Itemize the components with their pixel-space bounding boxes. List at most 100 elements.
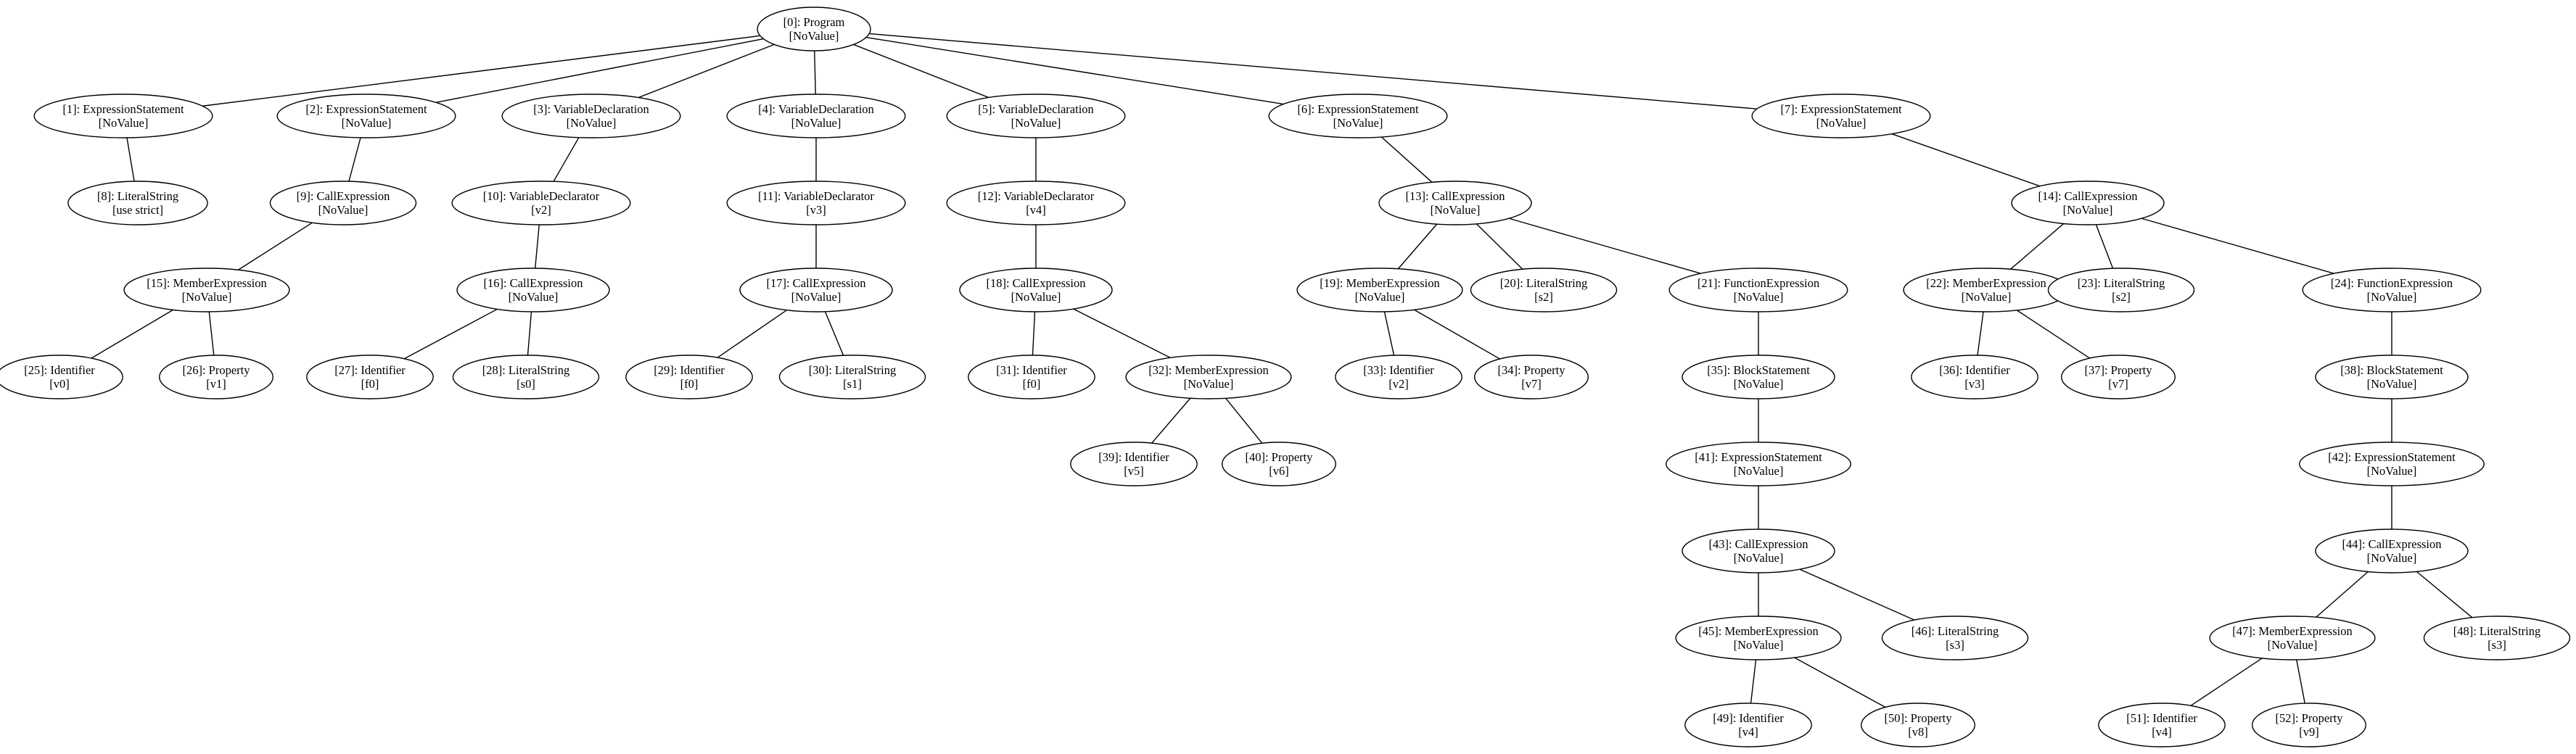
node-ellipse — [625, 355, 753, 399]
node-ellipse — [2047, 268, 2195, 312]
edge-19-33 — [1383, 311, 1395, 356]
node-value: [s1] — [843, 377, 862, 391]
node-14-call-expression: [14]: CallExpression[NoValue] — [2011, 181, 2165, 225]
edge-47-51 — [2190, 658, 2263, 706]
node-title: [16]: CallExpression — [483, 276, 583, 290]
node-title: [15]: MemberExpression — [147, 276, 266, 290]
edge-13-21 — [1508, 218, 1701, 274]
node-ellipse — [2315, 355, 2469, 399]
node-43-call-expression: [43]: CallExpression[NoValue] — [1682, 529, 1835, 573]
node-ellipse — [959, 268, 1113, 312]
node-51-identifier: [51]: Identifier[v4] — [2098, 703, 2226, 747]
node-28-literal-string: [28]: LiteralString[s0] — [452, 355, 600, 399]
node-value: [NoValue] — [1011, 116, 1061, 130]
node-41-expression-statement: [41]: ExpressionStatement[NoValue] — [1666, 442, 1851, 486]
node-title: [13]: CallExpression — [1405, 189, 1505, 203]
node-31-identifier: [31]: Identifier[f0] — [968, 355, 1095, 399]
edge-3-10 — [553, 137, 580, 182]
node-42-expression-statement: [42]: ExpressionStatement[NoValue] — [2299, 442, 2485, 486]
node-title: [18]: CallExpression — [986, 276, 1085, 290]
edge-16-27 — [403, 308, 498, 360]
node-ellipse — [739, 268, 893, 312]
node-0-program: [0]: Program[NoValue] — [757, 7, 871, 51]
node-title: [28]: LiteralString — [482, 363, 570, 377]
node-title: [8]: LiteralString — [97, 189, 178, 203]
node-title: [23]: LiteralString — [2078, 276, 2165, 290]
edge-6-13 — [1380, 136, 1433, 183]
node-title: [51]: Identifier — [2126, 711, 2197, 725]
node-30-literal-string: [30]: LiteralString[s1] — [778, 355, 926, 399]
node-value: [f0] — [361, 377, 379, 391]
node-4-variable-declaration: [4]: VariableDeclaration[NoValue] — [726, 94, 906, 138]
node-ellipse — [1668, 268, 1848, 312]
edge-7-14 — [1891, 133, 2041, 187]
node-title: [35]: BlockStatement — [1707, 363, 1810, 377]
node-title: [36]: Identifier — [1939, 363, 2010, 377]
node-ellipse — [1268, 94, 1448, 138]
node-value: [NoValue] — [1816, 116, 1867, 130]
node-title: [21]: FunctionExpression — [1698, 276, 1819, 290]
node-49-identifier: [49]: Identifier[v4] — [1684, 703, 1812, 747]
node-50-property: [50]: Property[v8] — [1860, 703, 1975, 747]
node-34-property: [34]: Property[v7] — [1473, 355, 1589, 399]
node-ellipse — [306, 355, 434, 399]
node-value: [NoValue] — [2367, 551, 2417, 565]
node-value: [NoValue] — [567, 116, 617, 130]
node-46-literal-string: [46]: LiteralString[s3] — [1881, 616, 2029, 660]
nodes-layer: [0]: Program[NoValue][1]: ExpressionStat… — [0, 7, 2571, 747]
node-ellipse — [1675, 616, 1842, 660]
node-title: [32]: MemberExpression — [1148, 363, 1268, 377]
node-17-call-expression: [17]: CallExpression[NoValue] — [739, 268, 893, 312]
node-32-member-expression: [32]: MemberExpression[NoValue] — [1125, 355, 1292, 399]
node-40-property: [40]: Property[v6] — [1221, 442, 1336, 486]
node-title: [2]: ExpressionStatement — [305, 102, 427, 116]
node-8-literal-string: [8]: LiteralString[use strict] — [67, 181, 208, 225]
edge-22-36 — [1977, 311, 1984, 356]
node-value: [NoValue] — [1734, 377, 1784, 391]
node-ellipse — [1221, 442, 1336, 486]
node-ellipse — [2315, 529, 2469, 573]
node-39-identifier: [39]: Identifier[v5] — [1070, 442, 1198, 486]
edge-0-4 — [814, 50, 816, 95]
edge-0-3 — [638, 44, 775, 99]
edge-22-37 — [2016, 310, 2091, 359]
node-title: [34]: Property — [1497, 363, 1565, 377]
node-value: [v4] — [1026, 203, 1046, 217]
node-ellipse — [2302, 268, 2482, 312]
node-value: [v4] — [1738, 725, 1758, 739]
node-ellipse — [123, 268, 290, 312]
node-ellipse — [1751, 94, 1931, 138]
node-title: [6]: ExpressionStatement — [1297, 102, 1419, 116]
node-23-literal-string: [23]: LiteralString[s2] — [2047, 268, 2195, 312]
edge-19-34 — [1414, 309, 1500, 360]
node-title: [42]: ExpressionStatement — [2328, 450, 2456, 464]
node-title: [47]: MemberExpression — [2232, 624, 2352, 638]
node-value: [v3] — [806, 203, 826, 217]
node-27-identifier: [27]: Identifier[f0] — [306, 355, 434, 399]
edge-44-48 — [2416, 571, 2473, 618]
node-value: [NoValue] — [2063, 203, 2113, 217]
node-value: [s0] — [517, 377, 535, 391]
node-20-literal-string: [20]: LiteralString[s2] — [1470, 268, 1618, 312]
node-33-identifier: [33]: Identifier[v2] — [1335, 355, 1462, 399]
node-title: [17]: CallExpression — [766, 276, 865, 290]
edge-14-24 — [2141, 218, 2334, 274]
node-ellipse — [726, 181, 906, 225]
edge-15-25 — [91, 309, 173, 359]
node-22-member-expression: [22]: MemberExpression[NoValue] — [1903, 268, 2070, 312]
node-37-property: [37]: Property[v7] — [2060, 355, 2176, 399]
node-45-member-expression: [45]: MemberExpression[NoValue] — [1675, 616, 1842, 660]
node-title: [48]: LiteralString — [2453, 624, 2541, 638]
node-38-block-statement: [38]: BlockStatement[NoValue] — [2315, 355, 2469, 399]
node-6-expression-statement: [6]: ExpressionStatement[NoValue] — [1268, 94, 1448, 138]
edges-layer — [91, 33, 2473, 708]
edge-15-26 — [208, 311, 215, 356]
node-title: [19]: MemberExpression — [1320, 276, 1439, 290]
node-11-variable-declarator: [11]: VariableDeclarator[v3] — [726, 181, 906, 225]
node-ellipse — [33, 94, 213, 138]
node-value: [NoValue] — [1333, 116, 1383, 130]
node-ellipse — [2299, 442, 2485, 486]
node-title: [25]: Identifier — [24, 363, 95, 377]
edge-9-15 — [238, 222, 313, 270]
